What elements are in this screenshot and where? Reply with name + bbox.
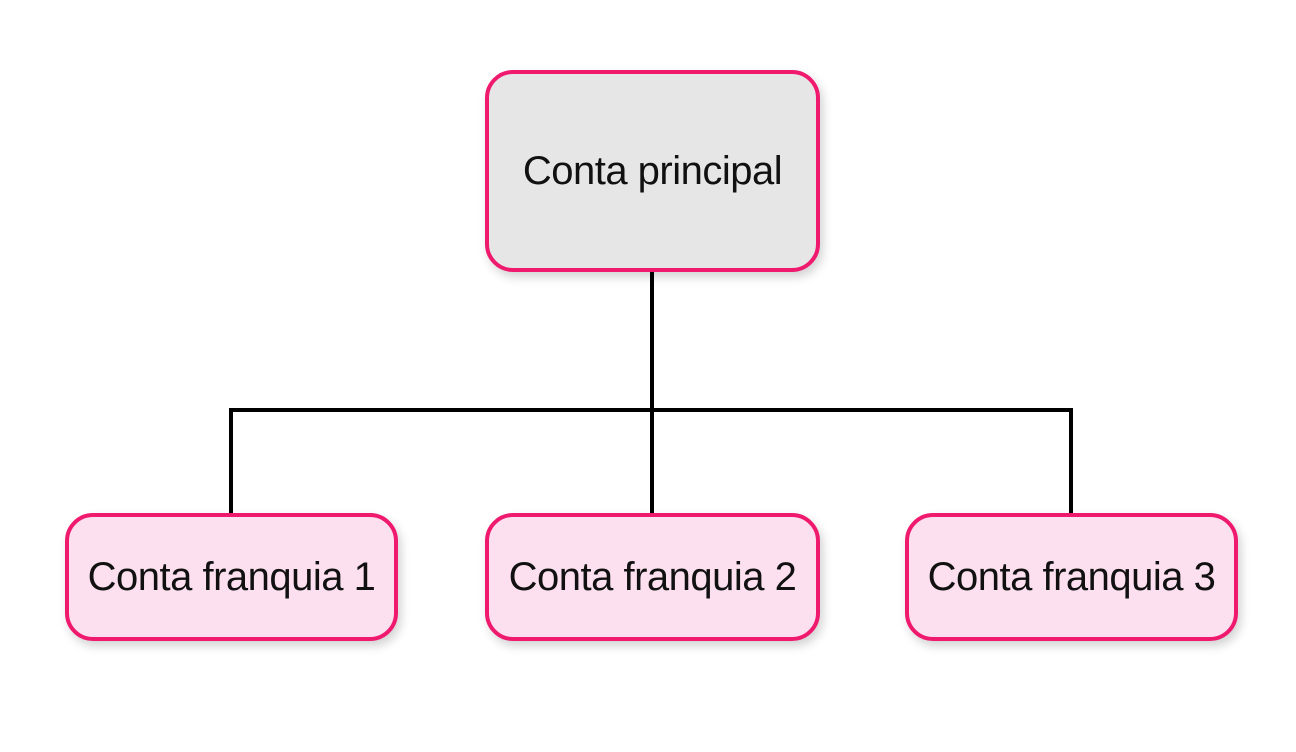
node-conta-franquia-1: Conta franquia 1 — [65, 513, 398, 641]
node-label: Conta franquia 1 — [87, 555, 376, 599]
node-conta-principal: Conta principal — [485, 70, 820, 272]
node-conta-franquia-2: Conta franquia 2 — [485, 513, 820, 641]
connector-child1-vertical — [229, 408, 233, 515]
node-label: Conta principal — [522, 149, 783, 193]
connector-horizontal-rail — [229, 408, 1073, 412]
node-label: Conta franquia 2 — [508, 555, 797, 599]
node-conta-franquia-3: Conta franquia 3 — [905, 513, 1238, 641]
connector-root-vertical — [650, 270, 654, 515]
node-label: Conta franquia 3 — [927, 555, 1216, 599]
connector-child3-vertical — [1069, 408, 1073, 515]
